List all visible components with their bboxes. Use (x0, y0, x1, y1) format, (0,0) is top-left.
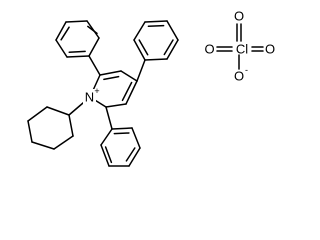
bond-lines (27, 20, 264, 167)
oxygen-left-label: O (204, 42, 214, 57)
oxygen-bottom-label: O (234, 69, 244, 84)
atom-labels: N + Cl O O O O - (83, 9, 275, 105)
chemical-structure: N + Cl O O O O - (27, 9, 275, 167)
structure-canvas: N + Cl O O O O - (27, 9, 275, 167)
nitrogen-charge-label: + (94, 86, 99, 96)
nitrogen-atom-label: N (85, 90, 94, 105)
oxide-charge-label: - (245, 65, 248, 75)
chlorine-atom-label: Cl (236, 42, 248, 57)
oxygen-top-label: O (234, 9, 244, 24)
oxygen-right-label: O (265, 42, 275, 57)
